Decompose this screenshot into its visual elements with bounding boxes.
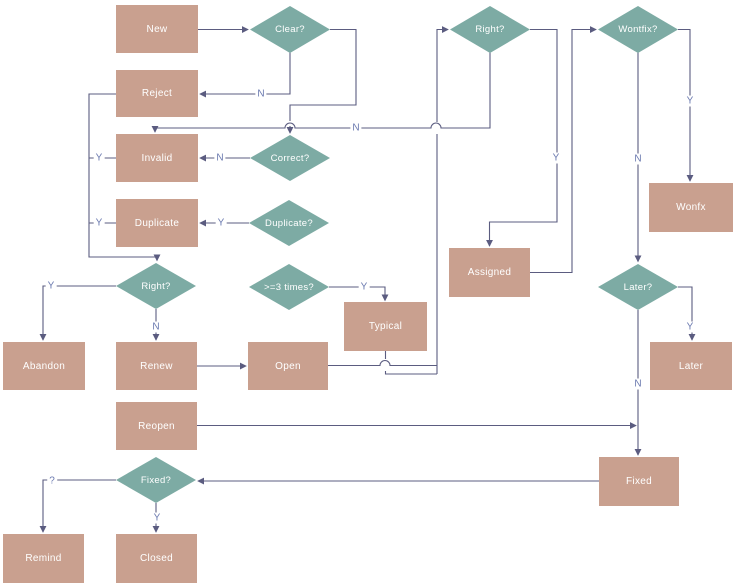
node-right-question-lower-label: Right? xyxy=(141,280,171,292)
edge-label-right-n: N xyxy=(350,122,362,134)
edge-label-later-y: Y xyxy=(684,321,696,333)
node-typical[interactable]: Typical xyxy=(344,302,427,351)
edge-rail-right xyxy=(436,30,448,374)
node-wontfix-question-label: Wontfix? xyxy=(618,24,658,35)
node-abandon[interactable]: Abandon xyxy=(3,342,85,390)
edge-clear-correct xyxy=(289,28,357,121)
node-closed-label: Closed xyxy=(140,553,173,564)
edge-typical-rail xyxy=(384,351,437,375)
node-new-label: New xyxy=(146,23,168,35)
edge-label-clear-n: N xyxy=(255,88,267,100)
node-open-label: Open xyxy=(275,360,301,372)
edge-label-correct-n: N xyxy=(214,152,226,164)
node-remind[interactable]: Remind xyxy=(3,534,84,583)
node-reopen[interactable]: Reopen xyxy=(116,402,197,450)
node-later-question-label: Later? xyxy=(623,281,653,293)
edge-label-fixedq-y: Y xyxy=(151,512,163,524)
node-fixed-label: Fixed xyxy=(626,476,652,487)
edge-times3-typical xyxy=(329,286,389,302)
node-assigned[interactable]: Assigned xyxy=(449,248,530,297)
node-abandon-label: Abandon xyxy=(22,360,66,372)
node-reject[interactable]: Reject xyxy=(116,70,198,117)
node-3times-question-label: >=3 times? xyxy=(264,281,314,293)
node-correct-question-label: Correct? xyxy=(270,152,310,164)
edge-open-rail xyxy=(328,360,437,367)
node-invalid[interactable]: Invalid xyxy=(116,134,198,182)
node-wonfx[interactable]: Wonfx xyxy=(649,183,733,232)
edge-label-right2-y: Y xyxy=(45,280,57,292)
edge-right-assigned xyxy=(486,28,558,247)
edge-label-right2-n: N xyxy=(150,321,162,333)
node-duplicate[interactable]: Duplicate xyxy=(116,199,198,247)
node-renew-label: Renew xyxy=(140,360,173,372)
edge-wontfix-wonfx xyxy=(678,28,694,182)
node-clear-question-label: Clear? xyxy=(275,24,305,35)
edge-label-later-n: N xyxy=(632,378,644,390)
edge-label-3times-y: Y xyxy=(358,281,370,293)
node-new[interactable]: New xyxy=(116,5,198,53)
edge-fixedq-remind xyxy=(39,479,116,533)
node-duplicate-label: Duplicate xyxy=(134,217,180,229)
edge-assigned-wontfix xyxy=(530,26,597,274)
node-closed[interactable]: Closed xyxy=(116,534,197,583)
node-invalid-label: Invalid xyxy=(141,152,173,164)
node-reject-label: Reject xyxy=(141,88,173,99)
edge-reject-rail-right xyxy=(88,93,161,262)
node-fixed[interactable]: Fixed xyxy=(599,457,679,506)
edge-label-duplicate-y: Y xyxy=(93,217,105,229)
node-reopen-label: Reopen xyxy=(138,420,175,432)
node-right-question-top-label: Right? xyxy=(475,24,505,35)
edge-right2-abandon xyxy=(39,285,116,341)
node-later[interactable]: Later xyxy=(650,342,732,390)
node-typical-label: Typical xyxy=(368,321,403,332)
node-remind-label: Remind xyxy=(25,553,62,564)
node-renew[interactable]: Renew xyxy=(116,342,197,390)
node-later-label: Later xyxy=(678,360,704,372)
node-duplicate-question-label: Duplicate? xyxy=(265,217,313,229)
edge-label-wontfix-y: Y xyxy=(684,95,696,107)
edge-label-duplicateq-y: Y xyxy=(215,217,227,229)
edge-label-right-y: Y xyxy=(550,152,562,164)
edge-clear-reject xyxy=(199,52,291,98)
edge-right-invalid xyxy=(151,52,491,133)
edge-label-wontfix-n: N xyxy=(632,153,644,165)
edge-label-fixedq-question: ? xyxy=(47,475,57,487)
node-wonfx-label: Wonfx xyxy=(676,202,706,213)
node-open[interactable]: Open xyxy=(248,342,328,390)
node-fixed-question-label: Fixed? xyxy=(140,474,172,486)
edge-label-invalid-y: Y xyxy=(93,152,105,164)
node-assigned-label: Assigned xyxy=(467,267,512,278)
